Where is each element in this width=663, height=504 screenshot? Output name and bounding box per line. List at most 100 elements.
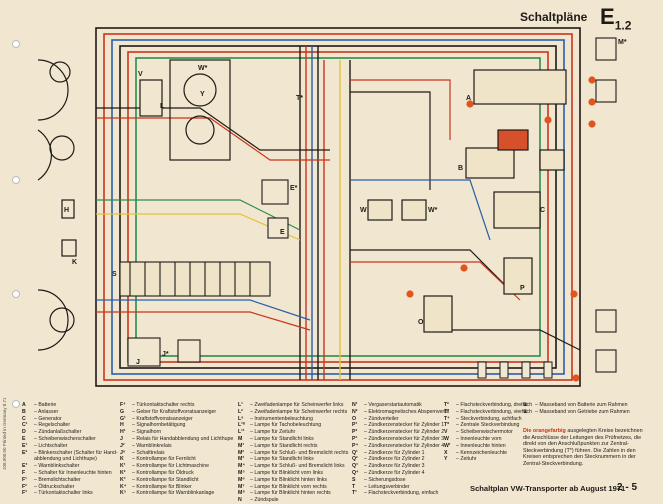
legend-text: – Regelschalter xyxy=(34,422,71,429)
legend-text: – Anlasser xyxy=(34,408,59,415)
legend-symbol: P⁴ xyxy=(352,442,359,449)
legend-text: – Generator xyxy=(34,415,62,422)
legend-text: – Blinkerschalter (Schalter für Hand- xyxy=(34,449,118,456)
component-label: W xyxy=(360,207,367,214)
battery-a xyxy=(473,69,567,105)
legend-symbol: N² xyxy=(352,408,358,415)
legend-symbol: K¹ xyxy=(120,463,126,470)
legend-entry: V– Scheibenwischermotor xyxy=(444,429,532,436)
component-label: W* xyxy=(198,65,208,72)
legend-symbol: X xyxy=(444,449,448,456)
legend-text: – Kraftstoffvorratsanzeiger xyxy=(132,415,193,422)
legend-entry: E³ – Warnblinkschalter xyxy=(22,463,118,470)
legend-text: – Innenleuchte hinten xyxy=(456,442,506,449)
legend-entry: P³– Zündkerzenstecker für Zylinder 3 xyxy=(352,436,449,443)
horn-h xyxy=(61,239,77,257)
legend-text: – Kennzeichenleuchte xyxy=(456,449,508,456)
legend-text: – Zündanlaßschalter xyxy=(34,429,82,436)
fuse-box-s xyxy=(119,261,271,297)
legend-symbol: F³ xyxy=(22,490,27,497)
legend-symbol: S xyxy=(352,476,356,483)
legend-text: – Zündkerze für Zylinder 3 xyxy=(364,463,425,470)
legend-text: – Lampe für Blinklicht hinten rechts xyxy=(250,490,331,497)
fuel-gauge xyxy=(185,115,215,145)
legend-symbol: W¹ xyxy=(444,442,451,449)
legend-entry: M¹– Lampe für Standlicht rechts xyxy=(238,443,348,450)
legend-entry: O– Zündverteiler xyxy=(352,416,449,423)
binder-hole xyxy=(12,290,20,298)
legend-entry: Q¹– Zündkerze für Zylinder 1 xyxy=(352,450,449,457)
legend-entry: M⁵– Lampe für Blinklicht vorn links xyxy=(238,470,348,477)
legend-text: – Lampe für Schluß- und Bremslicht recht… xyxy=(250,449,349,456)
legend-symbol: M xyxy=(238,435,243,442)
legend-entry: M⁸– Lampe für Blinklicht hinten rechts xyxy=(238,490,348,497)
regulator-relay xyxy=(497,129,529,151)
legend-col-3: L¹– Zweifadenlampe für Scheinwerfer link… xyxy=(238,402,348,504)
legend-symbol: Q⁴ xyxy=(352,469,359,476)
legend-symbol: M¹ xyxy=(238,442,245,449)
legend-symbol: O xyxy=(352,415,357,422)
legend-entry: D– Zündanlaßschalter xyxy=(22,429,118,436)
legend-entry: B– Anlasser xyxy=(22,409,118,416)
legend-text: – Instrumentenbeleuchtung xyxy=(250,415,313,422)
legend-symbol: K⁵ xyxy=(120,490,127,497)
legend-text: – Kontrollampe für Standlicht xyxy=(132,476,199,483)
legend-entry: F³– Türkontaktschalter links xyxy=(22,490,118,497)
component-label: B xyxy=(458,165,463,172)
legend-symbol: V xyxy=(444,429,448,436)
component-label: O xyxy=(418,319,424,326)
legend-entry: S – Sicherungsdose xyxy=(352,477,449,484)
legend-entry: E¹– Lichtschalter xyxy=(22,443,118,450)
legend-entry: M⁶– Lampe für Blinklicht hinten links xyxy=(238,477,348,484)
legend-text: – Kontrollampe für Lichtmaschine xyxy=(132,463,209,470)
legend-entry: Q³– Zündkerze für Zylinder 3 xyxy=(352,463,449,470)
switch-e xyxy=(267,217,289,239)
legend-symbol: T¹ xyxy=(352,490,357,497)
binder-hole xyxy=(12,400,20,408)
legend-text: – Zweifadenlampe für Scheinwerfer rechts xyxy=(250,408,348,415)
legend-entry: L²– Zweifadenlampe für Scheinwerfer rech… xyxy=(238,409,348,416)
legend-text: – Zündkerzenstecker für Zylinder 4 xyxy=(364,442,445,449)
legend-entry: T*– Zentrale Steckverbindung xyxy=(444,422,532,429)
component-label: H xyxy=(64,207,69,214)
legend-text: – Sicherungsdose xyxy=(364,476,406,483)
print-info: 108.000.00 Printed in Germany 8.71 xyxy=(2,397,7,470)
legend-text: – Lampe für Tachobeleuchtung xyxy=(250,422,322,429)
orange-circle-note: Die orangefarbig ausgelegten Kreise beze… xyxy=(523,428,647,468)
headlight-left-upper xyxy=(37,59,69,121)
legend-symbol: E³ xyxy=(22,463,28,470)
legend-symbol: H xyxy=(120,422,124,429)
legend-entry: L¹¹– Lampe für Zeituhr xyxy=(238,429,348,436)
harness-blue xyxy=(111,39,565,375)
binder-hole xyxy=(12,40,20,48)
legend-entry: H– Signalhornbetätigung xyxy=(120,422,233,429)
legend-text: – Schalttrelais xyxy=(132,449,165,456)
legend-text: – Warnblinkschalter xyxy=(34,463,80,470)
legend-symbol: G¹ xyxy=(120,415,126,422)
relay-j xyxy=(127,337,161,367)
interior-light-w-star xyxy=(401,199,427,221)
legend-symbol: E¹ xyxy=(22,442,28,449)
legend-entry: N¹– Vergaserstartautomatik xyxy=(352,402,449,409)
legend-symbol: J xyxy=(120,435,123,442)
component-label: C xyxy=(540,207,545,214)
legend-entry: M³– Lampe für Standlicht links xyxy=(238,456,348,463)
legend-entry: T¹– Flachsteckverbindung, einfach xyxy=(352,490,449,497)
legend-text: – Innenleuchte vorn xyxy=(456,435,502,442)
legend-entry: F²– Öldruckschalter xyxy=(22,484,118,491)
note-lead: Die orangefarbig xyxy=(523,428,566,434)
legend-symbol: W xyxy=(444,435,449,442)
legend-text: – Lampe für Standlicht links xyxy=(250,435,314,442)
legend-text: – Elektromagnetisches Abspernventil xyxy=(364,408,450,415)
legend-entry: M – Lampe für Standlicht links xyxy=(238,436,348,443)
legend-entry: P⁴ – Zündkerzenstecker für Zylinder 4 xyxy=(352,443,449,450)
legend-symbol: L¹⁰ xyxy=(238,422,245,429)
rear-lamp-lower xyxy=(595,349,617,373)
legend-entry: K– Kontrollampe für Fernlicht xyxy=(120,456,233,463)
rear-lamp-m-upper xyxy=(595,37,617,61)
ignition-coil-n xyxy=(423,295,453,333)
regulator-c1 xyxy=(539,149,565,171)
harness-red-inner xyxy=(127,51,549,363)
